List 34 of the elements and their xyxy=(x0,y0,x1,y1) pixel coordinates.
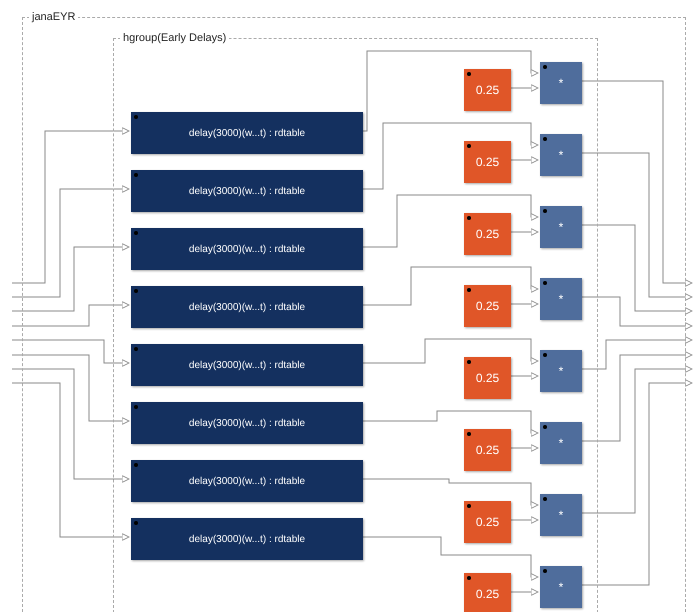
multiply-block: * xyxy=(540,422,582,464)
delay-block: delay(3000)(w...t) : rdtable xyxy=(131,228,363,270)
group-label: hgroup(Early Delays) xyxy=(120,31,230,45)
constant-block: 0.25 xyxy=(464,357,511,399)
connector-arrow xyxy=(12,382,130,541)
delay-block: delay(3000)(w...t) : rdtable xyxy=(131,402,363,444)
connector-arrow xyxy=(12,340,130,367)
connector-arrow xyxy=(12,301,130,326)
constant-block: 0.25 xyxy=(464,501,511,543)
multiply-block: * xyxy=(540,494,582,536)
delay-block: delay(3000)(w...t) : rdtable xyxy=(131,170,363,212)
constant-block: 0.25 xyxy=(464,141,511,183)
constant-block: 0.25 xyxy=(464,573,511,612)
constant-block: 0.25 xyxy=(464,429,511,471)
delay-block: delay(3000)(w...t) : rdtable xyxy=(131,112,363,154)
connector-arrow xyxy=(12,185,130,298)
multiply-block: * xyxy=(540,206,582,248)
multiply-block: * xyxy=(540,566,582,608)
group-label: janaEYR xyxy=(29,10,78,24)
connector-arrow xyxy=(12,243,130,312)
connector-arrow xyxy=(12,354,130,425)
multiply-block: * xyxy=(540,62,582,104)
constant-block: 0.25 xyxy=(464,213,511,255)
delay-block: delay(3000)(w...t) : rdtable xyxy=(131,344,363,386)
constant-block: 0.25 xyxy=(464,285,511,327)
constant-block: 0.25 xyxy=(464,69,511,111)
delay-block: delay(3000)(w...t) : rdtable xyxy=(131,286,363,328)
multiply-block: * xyxy=(540,350,582,392)
connector-arrow xyxy=(12,127,130,284)
delay-block: delay(3000)(w...t) : rdtable xyxy=(131,460,363,502)
multiply-block: * xyxy=(540,278,582,320)
connector-arrow xyxy=(12,368,130,483)
multiply-block: * xyxy=(540,134,582,176)
delay-block: delay(3000)(w...t) : rdtable xyxy=(131,518,363,560)
